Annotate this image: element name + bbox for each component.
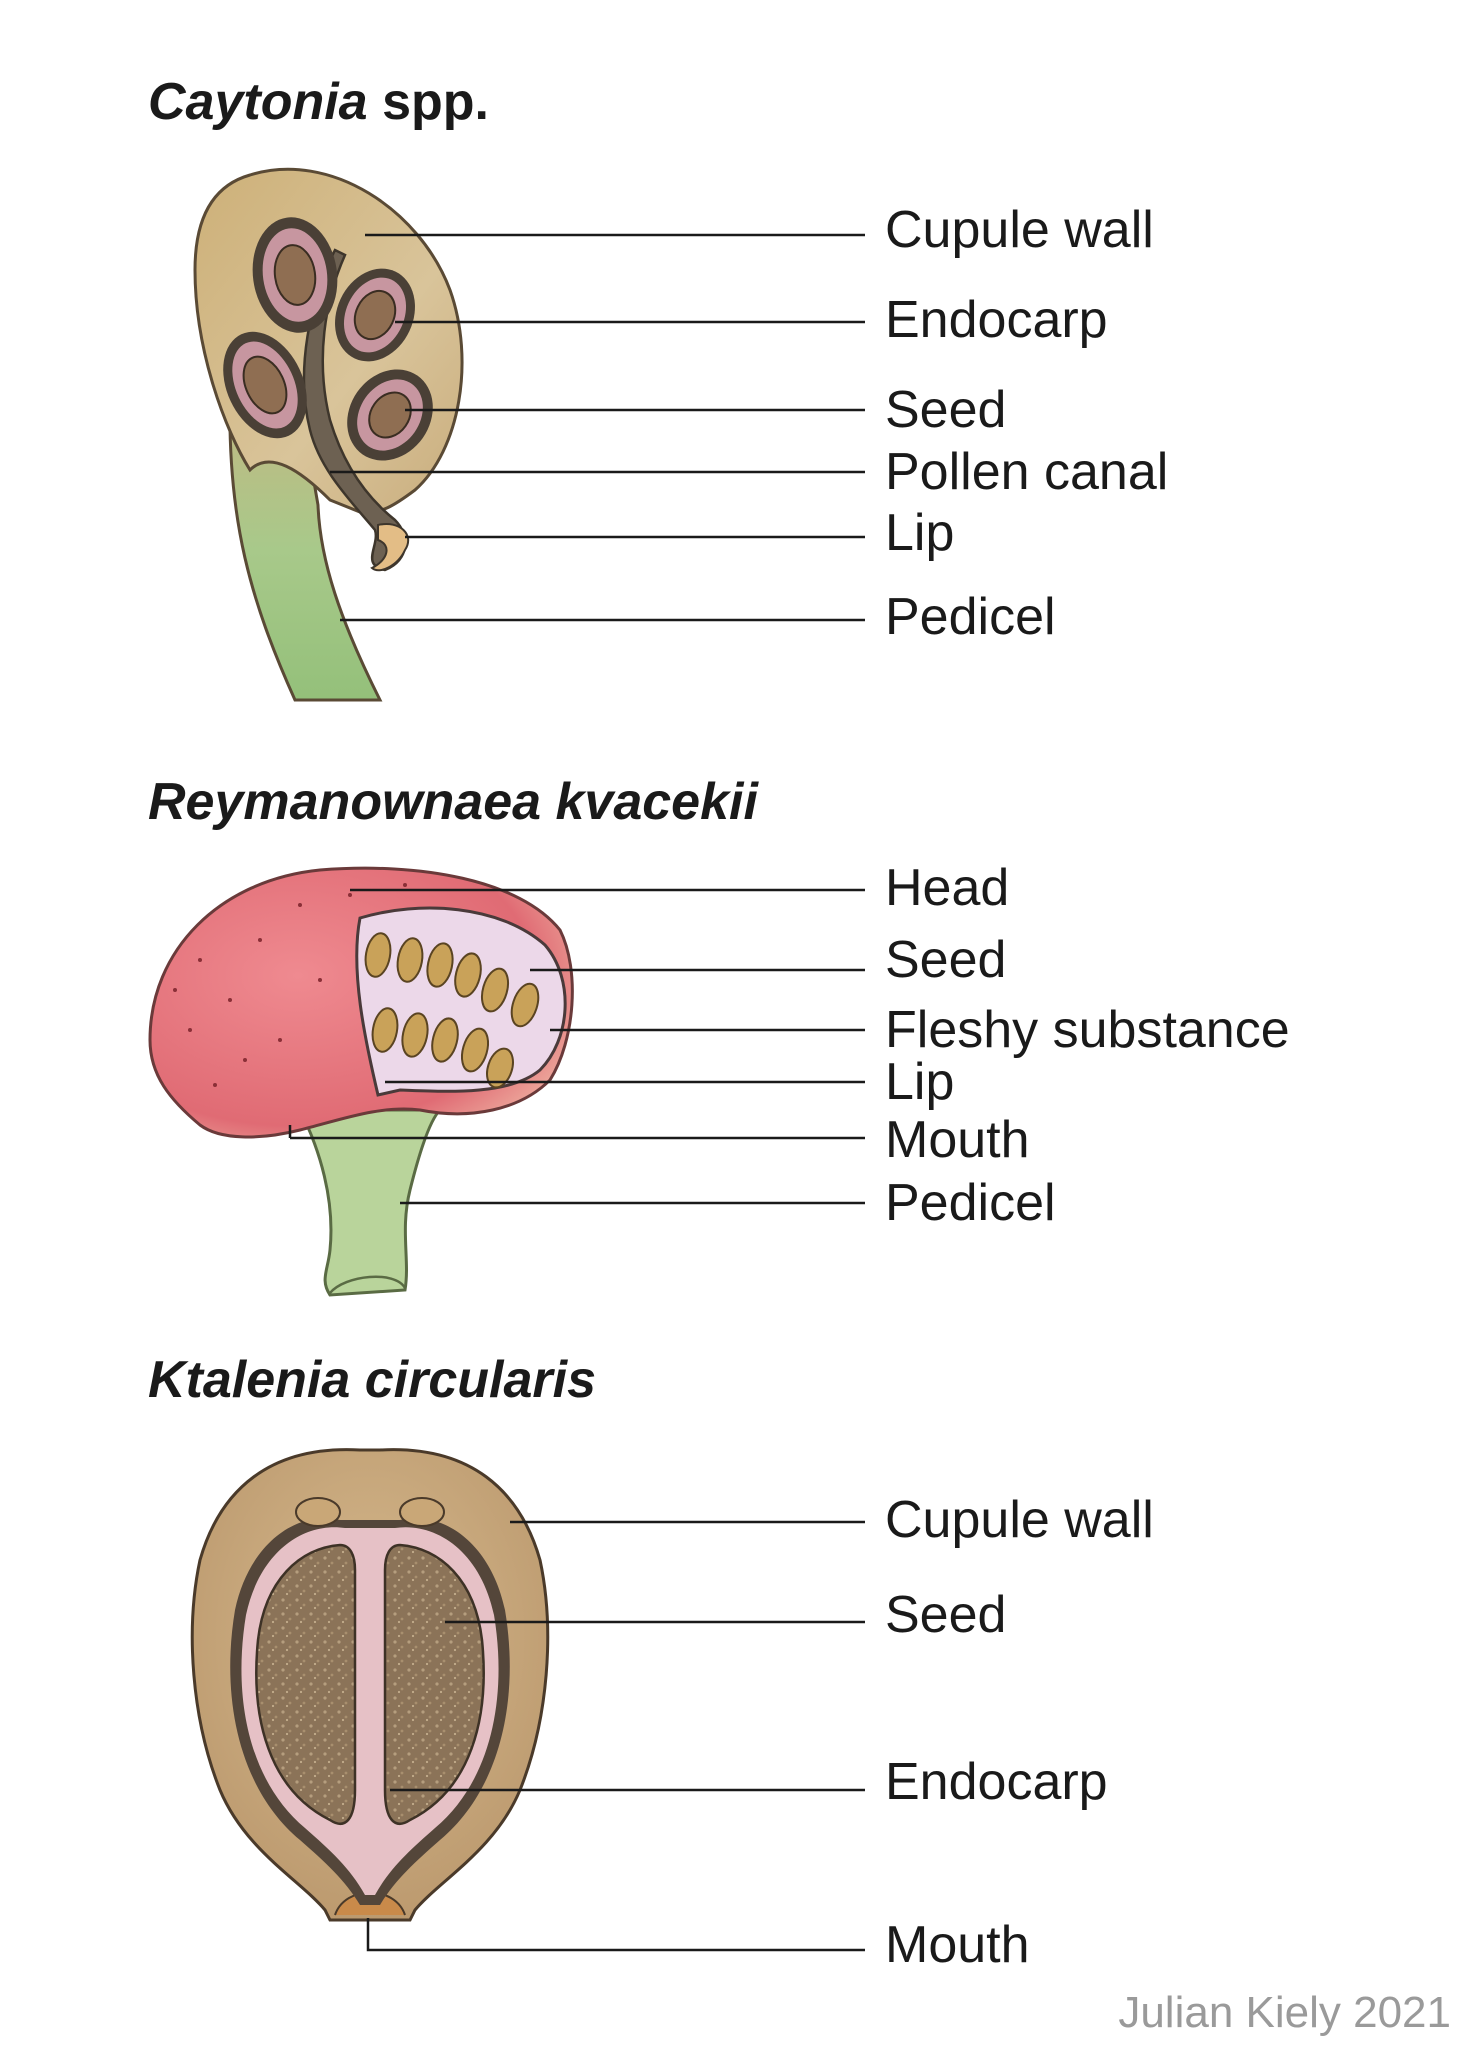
caytonia-leader-lines	[330, 233, 865, 622]
label-pedicel: Pedicel	[885, 588, 1056, 646]
reymanownaea-name: Reymanownaea kvacekii	[148, 773, 758, 831]
reymanownaea-seeds	[364, 932, 540, 1089]
label-cupule-wall: Cupule wall	[885, 201, 1154, 259]
caytonia-epithet: spp.	[382, 73, 489, 131]
reymanownaea-speckles	[173, 883, 407, 1087]
caytonia-pedicel	[228, 397, 383, 702]
reymanownaea-leader-lines	[288, 888, 865, 1205]
ktalenia-leader-lines	[366, 1520, 865, 1952]
caytonia-lip	[370, 523, 410, 572]
label-seed: Seed	[885, 381, 1007, 439]
caytonia-seeds	[223, 217, 433, 461]
reymanownaea-pedicel	[297, 1108, 444, 1297]
label-lip: Lip	[885, 504, 955, 562]
caytonia-title: Caytonia spp.	[148, 72, 489, 132]
caytonia-drawing	[193, 167, 865, 702]
label-lip: Lip	[885, 1053, 955, 1111]
label-mouth: Mouth	[885, 1111, 1030, 1169]
label-pollen-canal: Pollen canal	[885, 443, 1169, 501]
label-endocarp: Endocarp	[885, 291, 1108, 349]
reymanownaea-title: Reymanownaea kvacekii	[148, 772, 758, 832]
artist-credit: Julian Kiely 2021	[1118, 1988, 1451, 2037]
label-endocarp: Endocarp	[885, 1753, 1108, 1811]
caytonia-genus: Caytonia	[148, 73, 368, 131]
ktalenia-title: Ktalenia circularis	[148, 1350, 596, 1410]
ktalenia-name: Ktalenia circularis	[148, 1351, 596, 1409]
ktalenia-drawing	[190, 1448, 865, 1952]
reymanownaea-drawing	[148, 866, 865, 1297]
label-fleshy-substance: Fleshy substance	[885, 1001, 1290, 1059]
label-cupule-wall: Cupule wall	[885, 1491, 1154, 1549]
label-mouth: Mouth	[885, 1916, 1030, 1974]
label-seed: Seed	[885, 1586, 1007, 1644]
label-head: Head	[885, 859, 1010, 917]
label-seed: Seed	[885, 931, 1007, 989]
ktalenia-seed-left	[255, 1543, 357, 1825]
label-pedicel: Pedicel	[885, 1174, 1056, 1232]
ktalenia-seed-right	[383, 1543, 485, 1825]
